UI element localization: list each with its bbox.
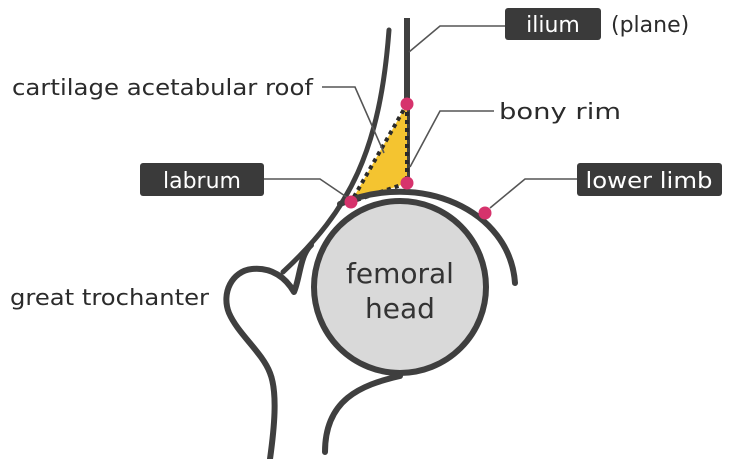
ilium-label: ilium bbox=[526, 13, 580, 38]
lower-limb-label: lower limb bbox=[586, 169, 713, 194]
bony-rim-marker bbox=[401, 177, 414, 190]
labrum-leader-line bbox=[263, 179, 348, 198]
femur-neck-outline bbox=[325, 376, 400, 452]
labrum-marker bbox=[345, 196, 358, 209]
ilium-plane-note: (plane) bbox=[611, 13, 689, 38]
bony-rim-label: bony rim bbox=[499, 100, 621, 125]
great-trochanter-outline bbox=[226, 245, 311, 459]
great-trochanter-label: great trochanter bbox=[10, 286, 210, 311]
ilium-leader-line bbox=[409, 26, 505, 52]
bony-rim-leader-line bbox=[410, 111, 494, 167]
labrum-label: labrum bbox=[163, 169, 241, 194]
cartilage-acetabular-roof bbox=[351, 104, 407, 202]
cartilage-label: cartilage acetabular roof bbox=[12, 76, 314, 101]
lower-limb-leader-line bbox=[490, 179, 577, 208]
femoral-head-label-line2: head bbox=[365, 292, 435, 325]
femoral-head-label-line1: femoral bbox=[346, 257, 454, 290]
bony-rim-top-marker bbox=[401, 98, 414, 111]
lower-limb-marker bbox=[479, 207, 492, 220]
